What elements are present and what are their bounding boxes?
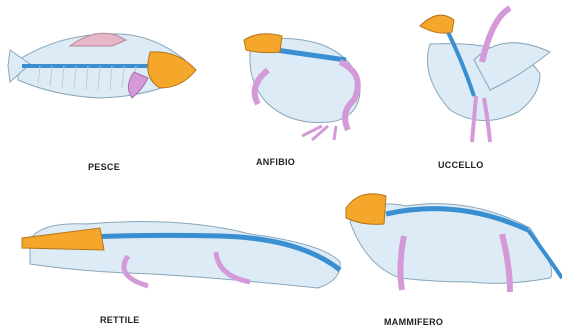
- reptile-skeleton-illustration: [0, 180, 360, 300]
- mammal-skeleton-illustration: [340, 180, 562, 300]
- fish-skeleton-illustration: [0, 0, 200, 120]
- amphibian-panel: ANFIBIO: [230, 0, 380, 180]
- reptile-panel: RETTILE: [0, 180, 360, 327]
- amphibian-rear-foot: [302, 126, 336, 140]
- mammal-label: MAMMIFERO: [384, 317, 443, 327]
- amphibian-skeleton-illustration: [230, 0, 380, 150]
- amphibian-label: ANFIBIO: [256, 157, 295, 167]
- bird-skeleton-illustration: [410, 0, 562, 150]
- fish-panel: PESCE: [0, 0, 200, 180]
- mammal-skull: [346, 194, 386, 225]
- bird-panel: UCCELLO: [410, 0, 562, 180]
- mammal-panel: MAMMIFERO: [340, 180, 562, 327]
- reptile-label: RETTILE: [100, 315, 140, 325]
- fish-label: PESCE: [88, 162, 120, 172]
- bird-label: UCCELLO: [438, 160, 484, 170]
- amphibian-skull: [244, 34, 282, 53]
- fish-skull: [148, 52, 196, 88]
- bird-skull: [420, 15, 454, 33]
